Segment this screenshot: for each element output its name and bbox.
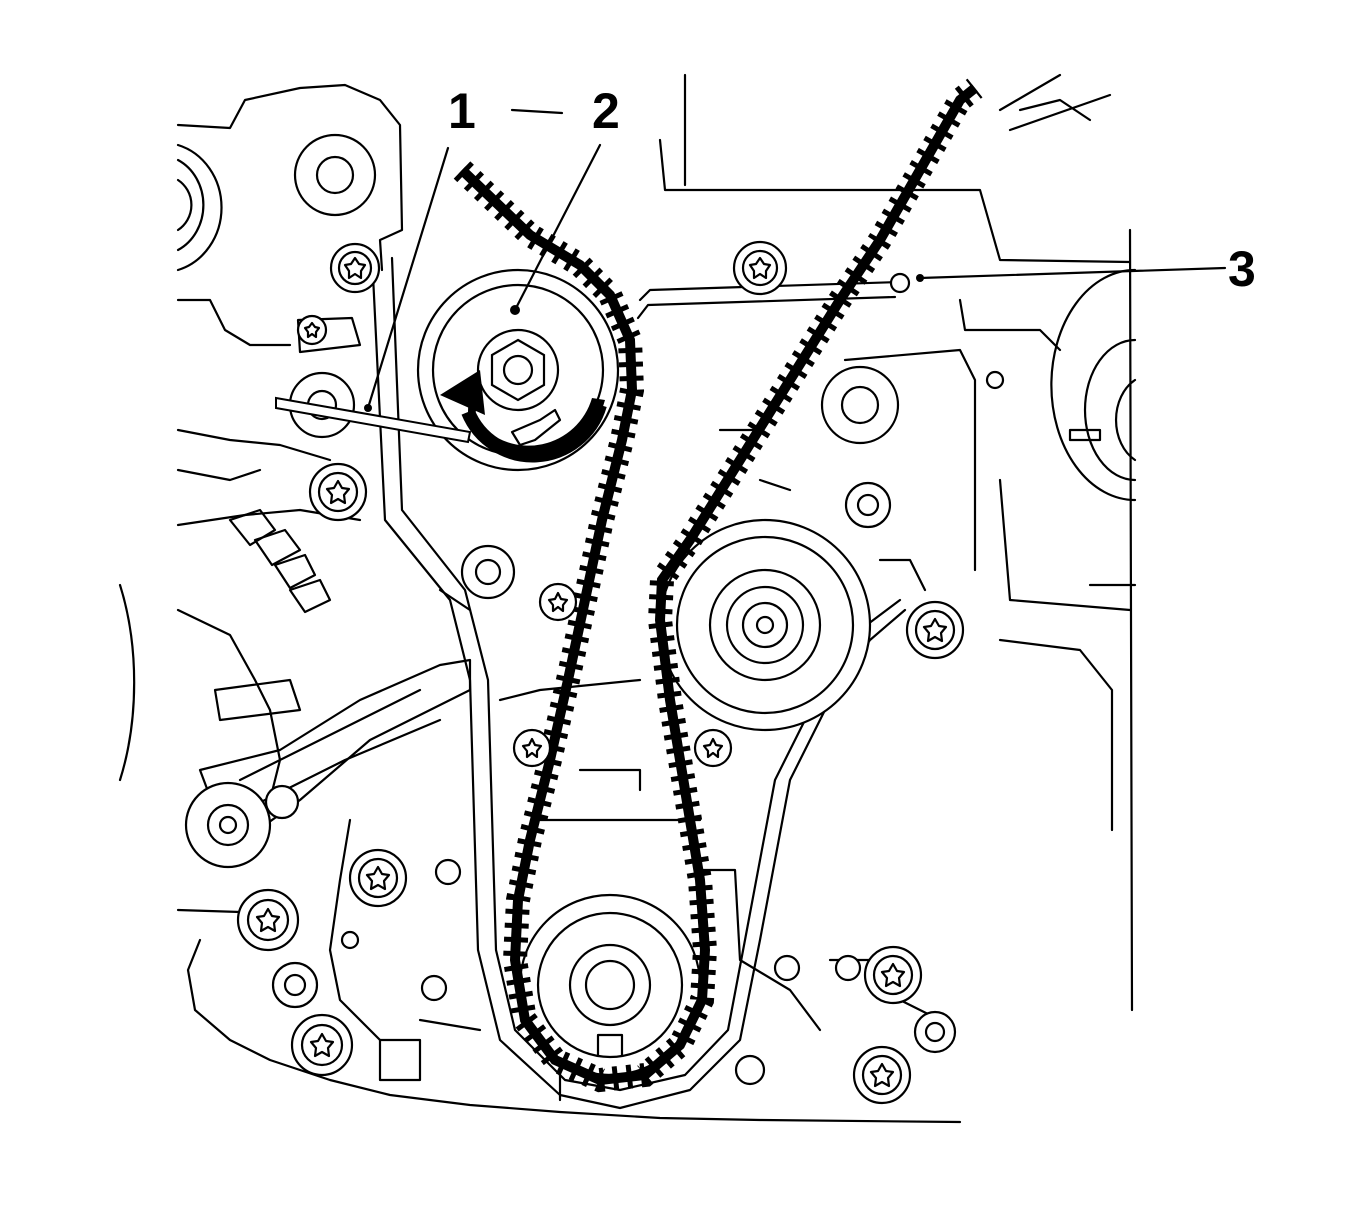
torx-bolt-icon [290,1013,354,1077]
tensioner-pulley [416,268,620,472]
callout-leaders [275,108,1227,444]
torx-bolt-icon [296,314,328,346]
camshaft-housing [820,73,1137,529]
torx-bolt-icon [348,848,408,908]
rotation-arrow-icon [440,370,607,463]
callout-3: 3 [1228,241,1256,297]
torx-bolt-icon [329,242,381,294]
torx-bolt-icon [538,582,578,622]
torx-bolt-icon [852,1045,912,1105]
callout-2: 2 [592,83,620,139]
torx-bolt-icon [460,544,516,600]
torx-bolt-icon [512,728,552,768]
callout-labels: 1 2 3 [448,83,1256,297]
torx-bolt-icon [308,462,368,522]
dowel-pins [271,858,957,1086]
torx-bolt-icon [236,888,300,952]
torx-bolt-icon [732,240,788,296]
timing-cover-outline [370,253,907,1110]
tensioner-arm [184,658,472,869]
timing-belt [453,78,983,1093]
callout-1: 1 [448,83,476,139]
torx-bolt-icon [863,945,923,1005]
torx-bolt-icon [693,728,733,768]
torx-bolt-icon [905,600,965,660]
idler-pulley [658,518,872,732]
torx-bolts [236,240,965,1105]
alternator-assembly [118,143,332,802]
